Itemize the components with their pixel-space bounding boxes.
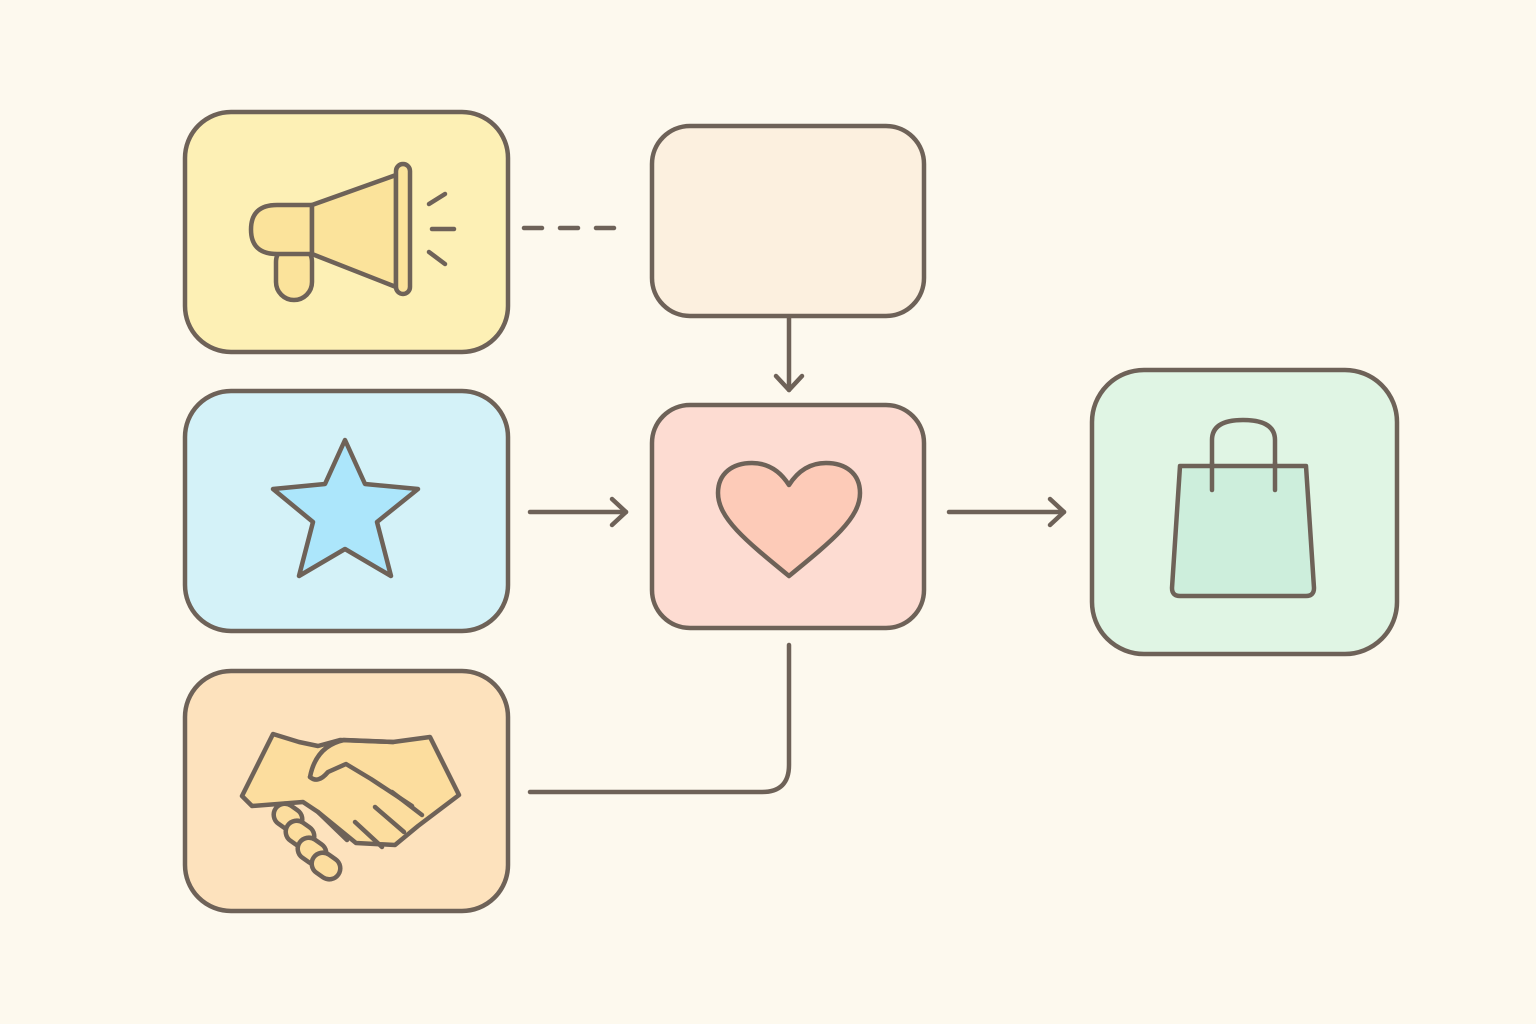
handshake-icon	[239, 731, 462, 882]
heart-icon	[715, 460, 863, 579]
edge-star-to-heart	[527, 496, 629, 528]
edge-empty-to-heart	[773, 315, 805, 393]
node-empty[interactable]	[649, 123, 927, 319]
edge-heart-to-bag	[946, 496, 1067, 528]
edge-handshake-to-heart	[527, 642, 792, 795]
megaphone-icon	[248, 161, 457, 303]
star-icon	[270, 437, 421, 579]
shopping-bag-icon	[1169, 417, 1317, 599]
